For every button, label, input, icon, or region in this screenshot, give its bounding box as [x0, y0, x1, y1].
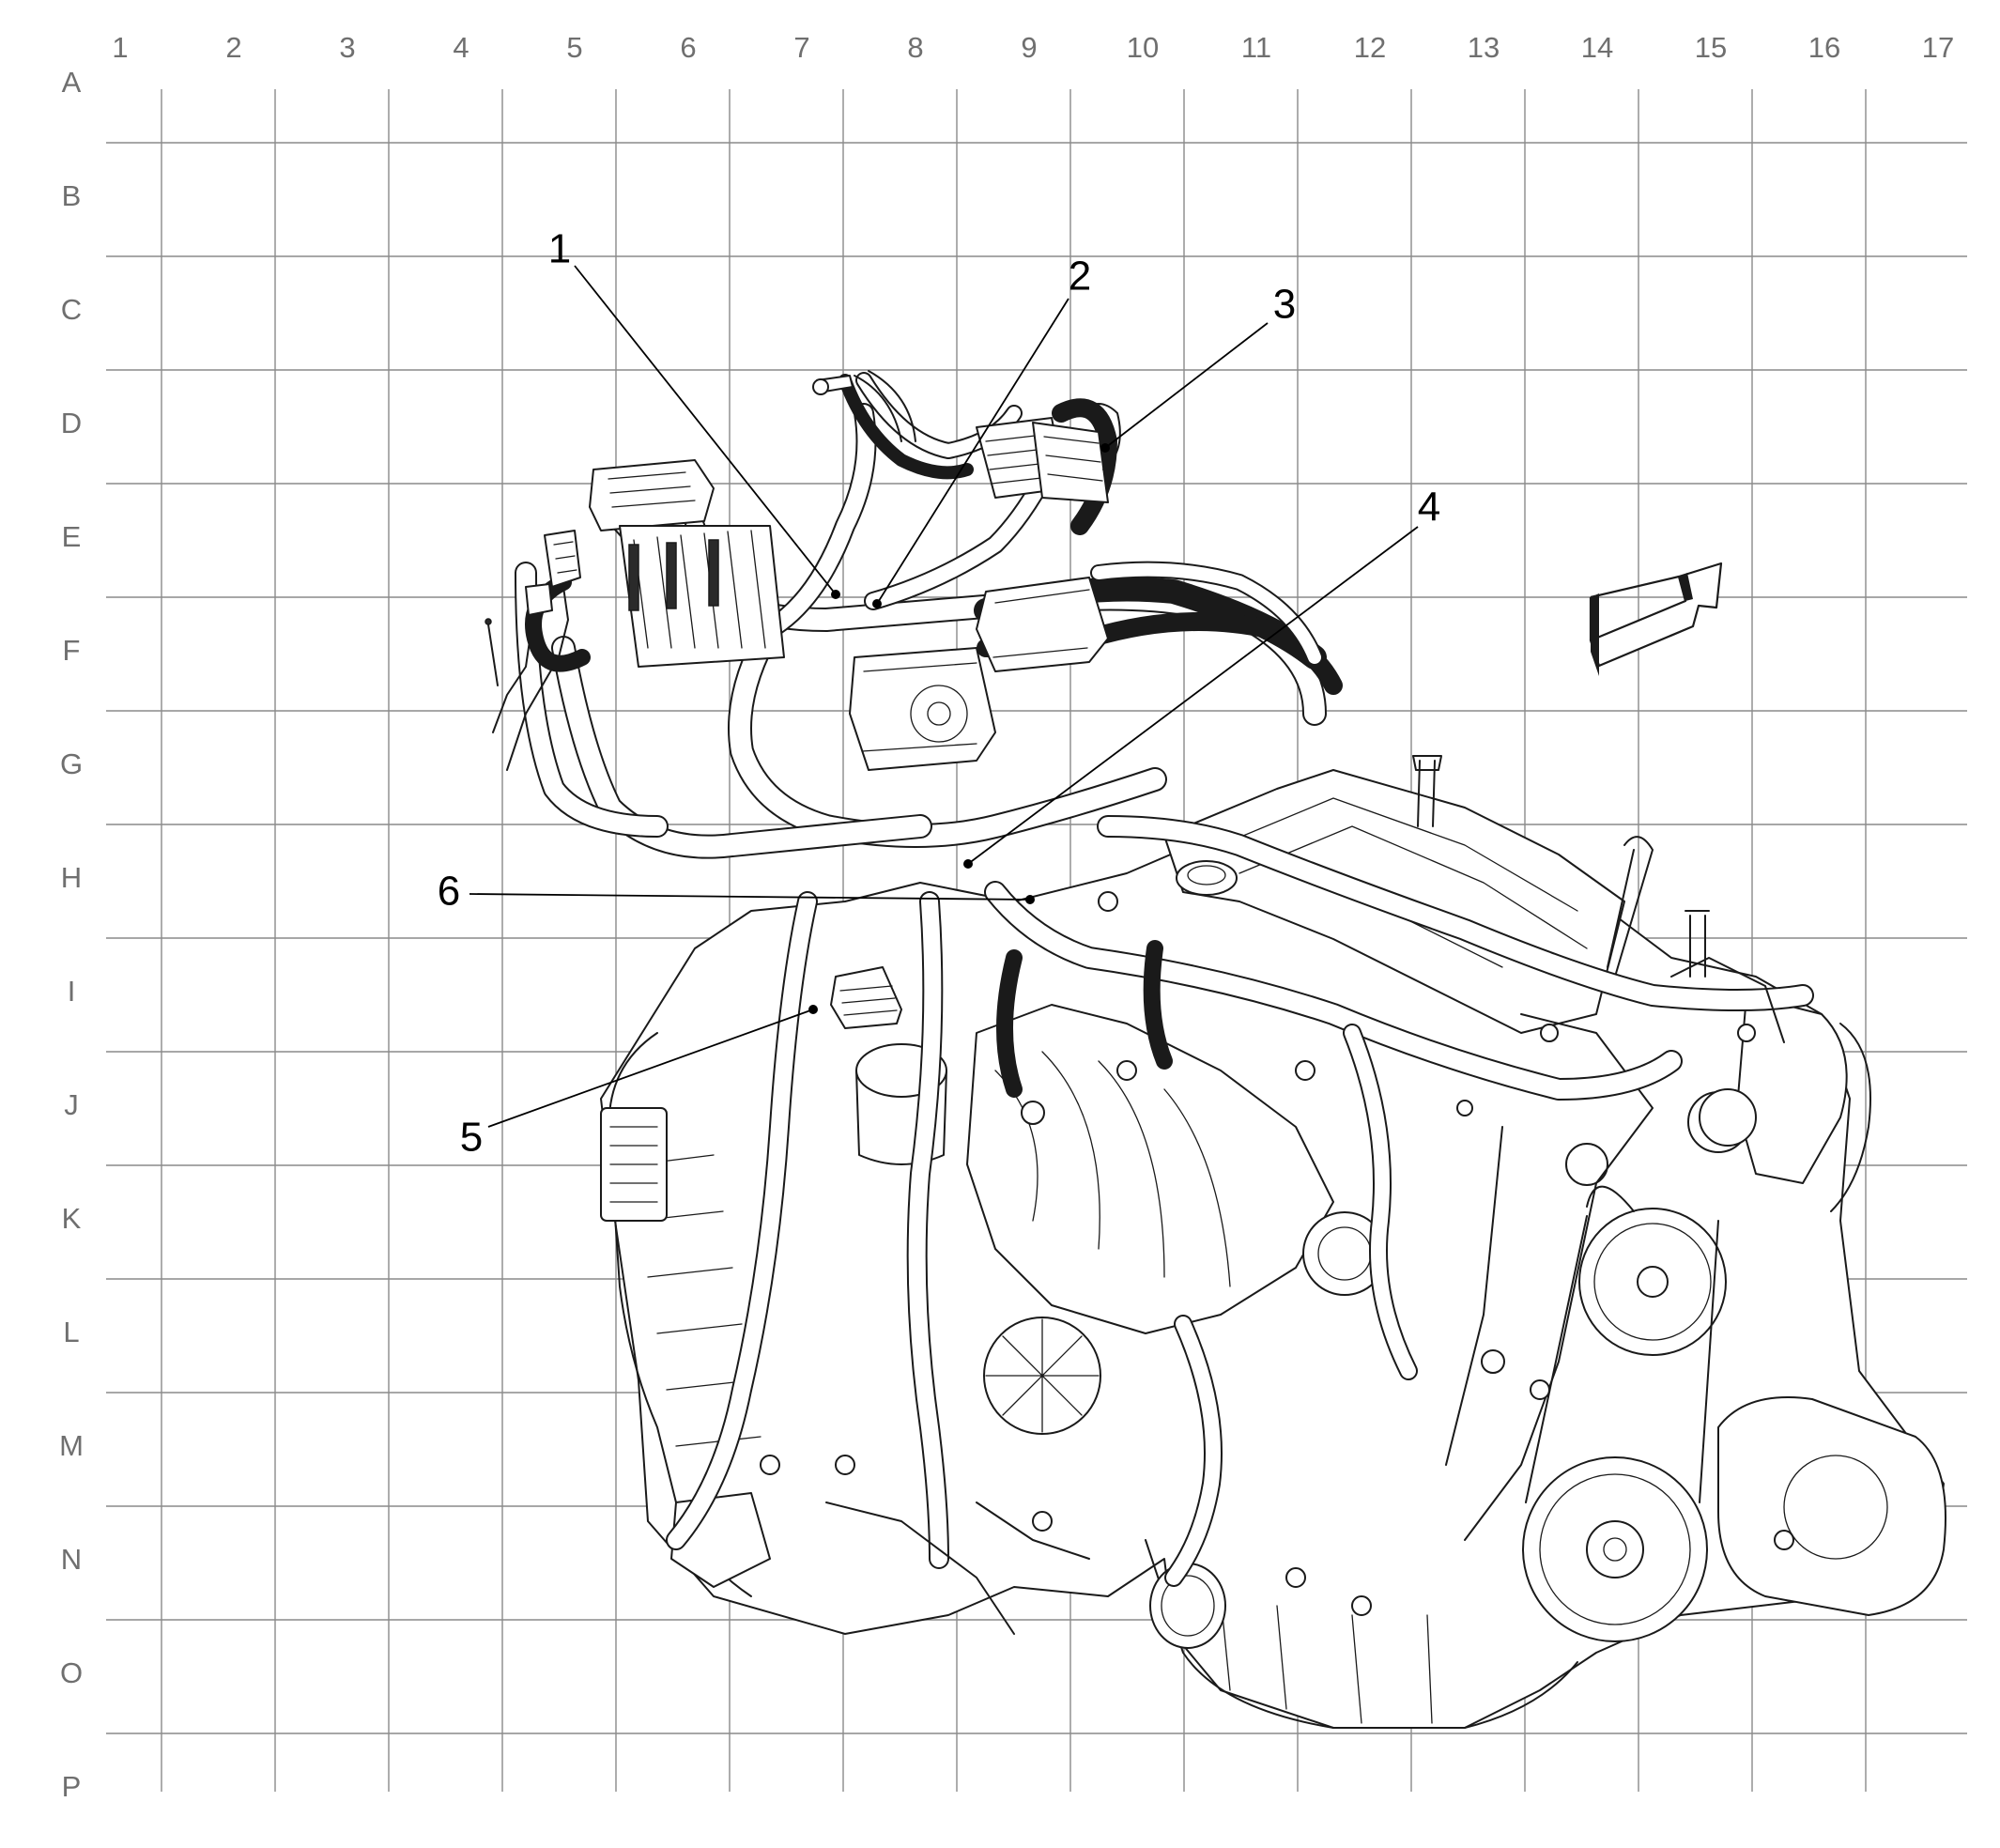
- ecm-connector-block: [589, 459, 785, 668]
- idler-pulley: [1565, 1143, 1608, 1186]
- timing-cover: [1445, 1013, 1654, 1541]
- grid-row-label: E: [62, 520, 82, 553]
- grid-column-label: 8: [907, 31, 923, 64]
- grid-column-label: 7: [793, 31, 809, 64]
- grid-row-label: J: [64, 1088, 79, 1121]
- grid-column-label: 3: [339, 31, 355, 64]
- grid-row-label: N: [61, 1543, 82, 1576]
- crank-pulley-hub: [1586, 1520, 1644, 1578]
- vacuum-pump-body: [855, 1070, 947, 1165]
- oil-pan-ribs: [1220, 1595, 1433, 1724]
- grid-row-label: L: [63, 1316, 79, 1348]
- grid-row-label: G: [60, 747, 83, 780]
- crank-pulley-bolt: [1603, 1537, 1627, 1562]
- ac-compressor: [1717, 1396, 1946, 1616]
- upper-pulley-hub: [1637, 1266, 1669, 1298]
- grid-row-label: K: [62, 1202, 82, 1235]
- oil-pan: [1145, 1539, 1578, 1729]
- grid-column-label: 14: [1581, 31, 1613, 64]
- crank-pulley-groove: [1539, 1473, 1691, 1625]
- water-pump-housing: [1736, 994, 1848, 1184]
- grid-column-label: 1: [112, 31, 128, 64]
- grid-row-labels: A B C D E F G H I J K L M N O P: [59, 66, 84, 1803]
- grid-column-label: 13: [1468, 31, 1500, 64]
- engine-control-module: [849, 647, 996, 771]
- grid-row-label: M: [59, 1429, 84, 1462]
- lower-bracket: [825, 1502, 1090, 1635]
- callout-3: 3: [1273, 282, 1296, 328]
- grid-column-label: 6: [680, 31, 696, 64]
- grid-row-label: H: [61, 861, 82, 894]
- ground-cable-upper: [854, 370, 916, 442]
- wiring-harness: [515, 495, 1814, 1587]
- grid-row-label: P: [62, 1770, 82, 1803]
- upper-harness-branches: [685, 372, 1343, 695]
- dipstick-tube: [1412, 755, 1442, 827]
- transmission-control-module: [976, 577, 1109, 672]
- grid-column-label: 10: [1127, 31, 1159, 64]
- oil-filler-cap-inner: [1187, 865, 1226, 886]
- solenoid-ribs: [609, 1126, 658, 1203]
- forward-direction-arrow-icon: [1589, 562, 1723, 676]
- fuel-rail-connector-ribs: [839, 985, 898, 1016]
- grid-column-label: 9: [1021, 31, 1037, 64]
- leader-2: [876, 298, 1069, 605]
- transmission-ribs: [638, 1154, 762, 1447]
- accessory-belt: [1525, 1185, 1719, 1503]
- right-engine-mount: [1670, 957, 1871, 1212]
- callout-6: 6: [438, 869, 460, 915]
- leader-4-dot: [963, 859, 973, 869]
- grid-row-label: B: [62, 179, 82, 212]
- leader-5-dot: [808, 1005, 818, 1014]
- callout-4: 4: [1418, 485, 1440, 531]
- leader-1-dot: [831, 590, 840, 599]
- callout-5: 5: [460, 1115, 483, 1161]
- leader-6: [469, 893, 1031, 901]
- fastener-details: [760, 891, 1794, 1616]
- leader-2-dot: [872, 599, 882, 608]
- oil-filter-cap-inner: [1161, 1575, 1215, 1637]
- leader-3: [1104, 322, 1269, 449]
- leader-6-dot: [1025, 895, 1035, 904]
- grid-row-label: F: [63, 634, 81, 667]
- grid-column-label: 15: [1695, 31, 1727, 64]
- dipstick-handle: [1607, 836, 1654, 978]
- callout-1: 1: [548, 226, 571, 272]
- coolant-outlet-spokes: [985, 1318, 1100, 1433]
- upper-pulley-groove: [1593, 1223, 1712, 1341]
- leader-3-dot: [1100, 443, 1110, 453]
- callout-2: 2: [1069, 254, 1091, 300]
- grid-column-label: 11: [1241, 31, 1271, 64]
- pigtail-connectors: [485, 530, 581, 771]
- engine-assembly-drawing: [485, 370, 1946, 1729]
- intake-runners: [994, 1051, 1231, 1287]
- grid-row-label: A: [62, 66, 82, 99]
- leader-4: [967, 526, 1419, 865]
- ground-cable: [838, 374, 974, 480]
- water-pump-pulley: [1699, 1088, 1757, 1147]
- grid-row-label: D: [61, 407, 82, 439]
- grid-column-label: 12: [1354, 31, 1386, 64]
- grid-column-label: 17: [1922, 31, 1954, 64]
- callout-numbers: 1 2 3 4 5 6: [438, 226, 1440, 1161]
- ac-compressor-clutch: [1783, 1455, 1888, 1560]
- grid-column-label: 16: [1808, 31, 1840, 64]
- leader-1: [574, 265, 837, 595]
- callout-leaders: [469, 265, 1419, 1128]
- grid-column-label: 2: [225, 31, 241, 64]
- ground-ring-eye: [812, 378, 829, 395]
- fuel-rail-connector: [830, 966, 902, 1029]
- intake-manifold: [966, 1004, 1334, 1334]
- grid-column-label: 4: [453, 31, 469, 64]
- grid-column-label: 5: [566, 31, 582, 64]
- leader-5: [487, 1009, 814, 1128]
- upper-harness-connector: [976, 403, 1121, 503]
- grid-row-label: I: [68, 975, 76, 1008]
- grid-row-label: C: [61, 293, 82, 326]
- grid-row-label: O: [60, 1656, 83, 1689]
